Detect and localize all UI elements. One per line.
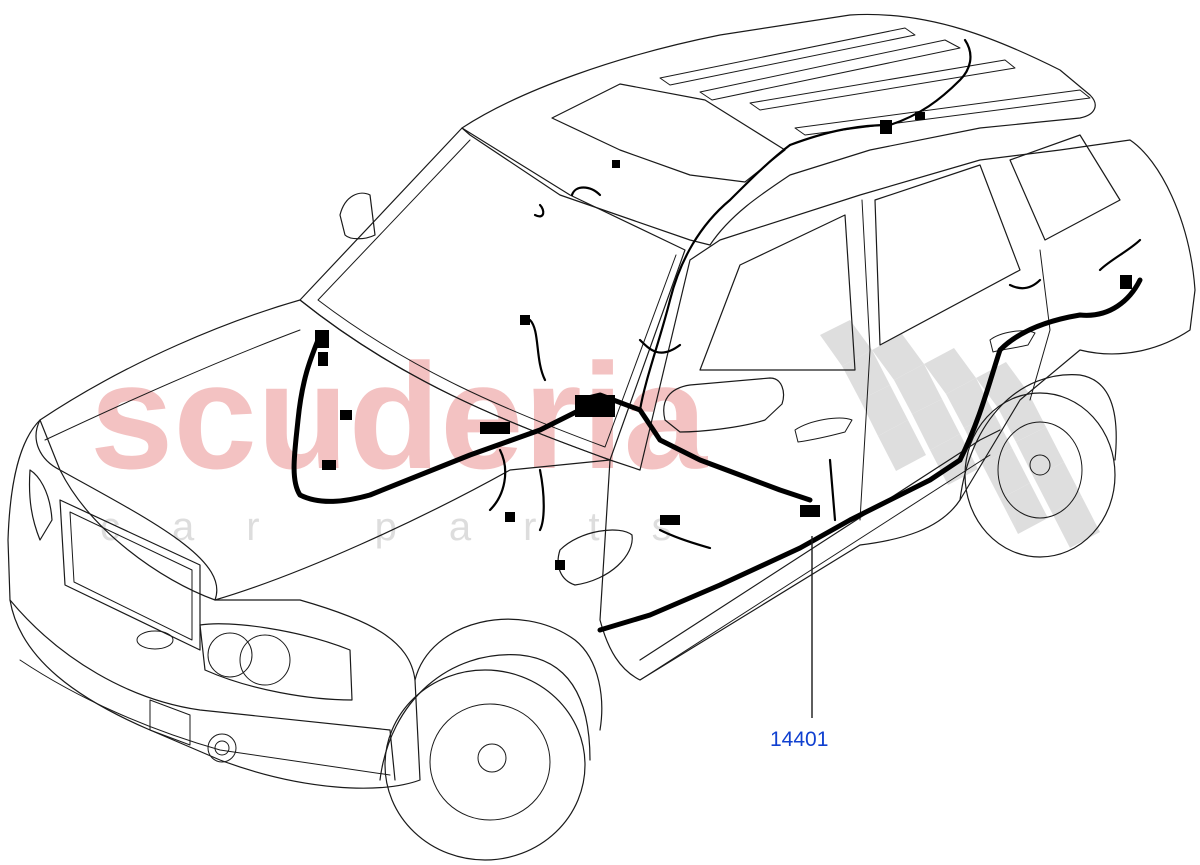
quarter-window	[1009, 134, 1121, 241]
harness-roof-branch	[533, 186, 602, 218]
connector	[520, 315, 530, 325]
rear-hub	[1029, 454, 1051, 476]
front-door-handle	[794, 417, 853, 443]
front-bumper	[9, 599, 396, 781]
roof-rail-3	[749, 59, 1016, 111]
front-door-line	[859, 199, 871, 521]
harness-a-pillar	[638, 143, 792, 412]
wing-vent	[557, 529, 633, 586]
windscreen-inner	[317, 139, 677, 448]
rear-wheel	[964, 392, 1116, 558]
roof-rail-2	[699, 39, 961, 101]
sill	[639, 429, 1001, 661]
connector	[505, 512, 515, 522]
number-plate	[149, 699, 191, 746]
front-face	[7, 419, 421, 789]
left-mirror	[339, 192, 376, 240]
connector	[318, 352, 328, 366]
sill-lower	[639, 454, 991, 681]
connector	[660, 515, 680, 525]
left-headlight-lamp-2	[239, 634, 291, 686]
body-side	[599, 139, 1196, 681]
connector	[315, 330, 329, 348]
bumper-lower	[19, 659, 391, 776]
rear-door-window	[874, 164, 1021, 346]
harness-under-dash	[488, 448, 545, 532]
left-headlight-lamp	[207, 632, 253, 678]
left-headlight	[199, 623, 353, 701]
connector	[555, 560, 565, 570]
watermark-tagline: car parts	[100, 505, 724, 549]
harness-rear	[957, 277, 1143, 463]
harness-door-branch	[658, 458, 837, 550]
front-arch	[379, 654, 591, 781]
grille-inner	[69, 511, 193, 641]
wiring-harness	[291, 38, 1143, 633]
bonnet-line	[44, 329, 301, 441]
watermark-brand: scuderia	[90, 332, 709, 500]
connector	[915, 112, 925, 120]
connector	[480, 422, 510, 434]
grille	[59, 499, 201, 651]
badge	[136, 630, 174, 650]
front-hub	[477, 743, 507, 773]
roof	[461, 13, 1096, 246]
front-wheel-rim	[429, 703, 551, 821]
bonnet	[35, 299, 611, 601]
front-wing	[414, 618, 603, 731]
fog-lamp-inner	[214, 740, 230, 756]
connector	[575, 395, 615, 417]
door-mirror	[663, 377, 785, 433]
roof-rail-4	[794, 89, 1091, 136]
connector	[1120, 275, 1132, 289]
connector	[800, 505, 820, 517]
harness-sill	[597, 457, 963, 633]
front-door-window	[699, 214, 856, 371]
sunroof	[551, 83, 786, 183]
harness-engine-bay	[291, 337, 613, 504]
rear-arch	[959, 374, 1117, 501]
rear-wheel-rim	[997, 421, 1083, 519]
connector	[612, 160, 620, 168]
rear-door-line	[1029, 249, 1051, 401]
roof-rail-1	[659, 27, 916, 86]
right-headlight	[28, 469, 53, 541]
fog-lamp	[207, 733, 237, 763]
part-number-label[interactable]: 14401	[770, 728, 829, 751]
watermark: scuderia car parts	[90, 320, 1100, 549]
harness-dash-branch	[528, 318, 682, 382]
connector	[880, 120, 892, 134]
connector	[322, 460, 336, 470]
front-wheel	[384, 669, 586, 861]
connector	[340, 410, 352, 420]
harness-rear-door	[1008, 238, 1142, 290]
